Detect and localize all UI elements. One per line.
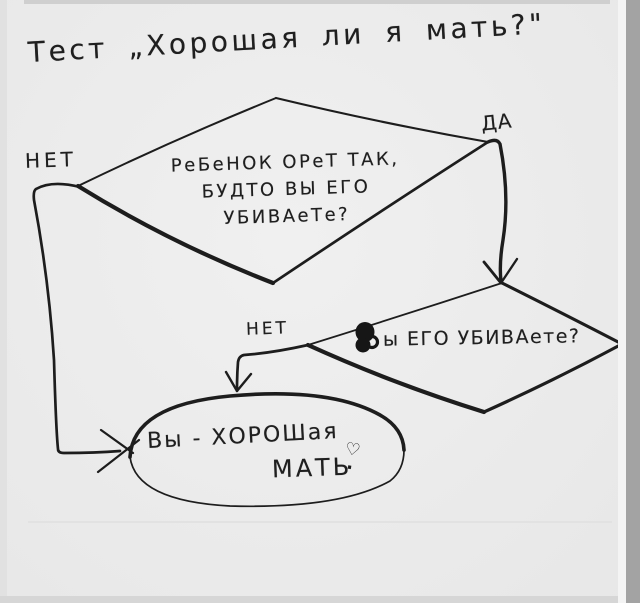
photo-edge-top: [24, 0, 610, 4]
result-ellipse: [128, 392, 406, 508]
yes-branch-arrow: [482, 138, 519, 285]
no-mid-line: [235, 343, 310, 391]
result-ellipse-bottom: [129, 449, 405, 508]
no-branch-left-arrow: [32, 182, 141, 474]
yes-line: [486, 138, 508, 283]
result-ellipse-top: [128, 392, 406, 459]
no-mid-arrowhead-stroke2: [235, 372, 253, 393]
decision1-question: РеБеНОК ОРеТ ТАК, БУДТО ВЫ ЕГО УБИВАеТе?: [149, 145, 423, 235]
decision1-edge-bottomleft: [75, 183, 276, 286]
yes-arrowhead-stroke1: [482, 260, 503, 285]
yes-label: ДА: [479, 108, 514, 136]
decision2-diamond: [305, 281, 624, 415]
no-branch-mid-arrow: [224, 343, 310, 393]
exclamation-dot: .: [345, 452, 356, 475]
photo-edge-right-dark: [626, 0, 640, 603]
no-mid-arrowhead-stroke1: [224, 370, 239, 393]
no-left-line: [32, 182, 122, 455]
no-mid-label: НЕТ: [245, 318, 290, 340]
photo-edge-bottom: [0, 596, 640, 603]
decision2-edge-bottomright: [482, 342, 624, 414]
decision1-diamond: [75, 96, 490, 286]
decision1-edge-topleft: [77, 97, 277, 187]
decision1-edge-topright: [274, 96, 490, 144]
no-left-label: НЕТ: [24, 147, 78, 173]
decision2-question: ы ЕГО УБИВАете?: [382, 325, 581, 351]
decision2-edge-topright: [500, 281, 624, 346]
result-text-line2: МАТЬ: [271, 452, 353, 484]
photo-edge-right-light: [618, 0, 626, 603]
ink-blob-icon: [355, 322, 380, 353]
decision2-edge-bottomleft: [305, 342, 487, 415]
decision2-edge-topleft: [307, 282, 503, 346]
paper-crease: [28, 521, 612, 523]
decision1-edge-bottomright: [271, 140, 490, 285]
ink-blob-loop: [364, 334, 380, 350]
photo-edge-left: [0, 0, 7, 603]
yes-arrowhead-stroke2: [499, 257, 519, 285]
